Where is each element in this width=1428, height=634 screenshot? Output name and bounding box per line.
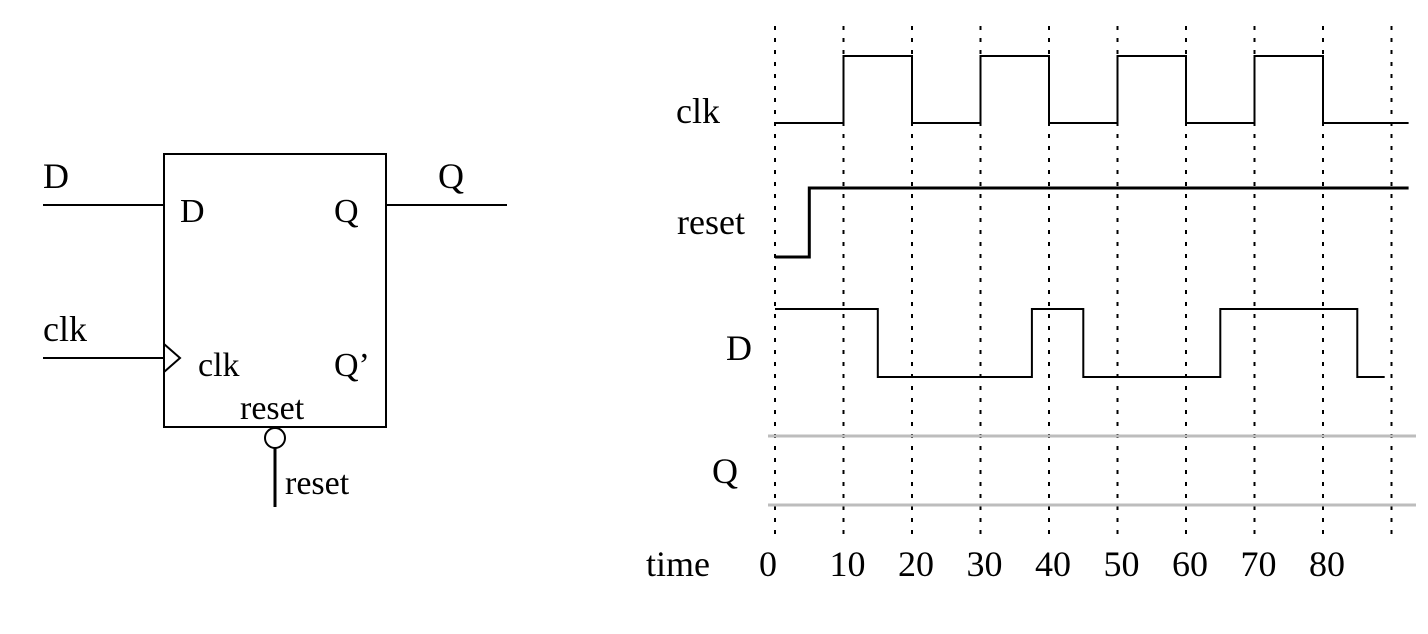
tick-label-t30: 30 [967,544,1003,584]
tick-label-t60: 60 [1172,544,1208,584]
reset-input-label: reset [285,465,350,502]
q-pin-label: Q [334,193,359,230]
timing-diagram: clk reset D Q time 0 10 20 30 40 50 60 70 80 [646,26,1416,584]
tick-label-t50: 50 [1104,544,1140,584]
tick-label-t40: 40 [1035,544,1071,584]
qbar-pin-label: Q’ [334,347,370,384]
clk-input-label: clk [43,309,87,349]
waveform-d [775,308,1385,378]
reset-inversion-bubble-icon [264,427,286,449]
clk-pin-label: clk [198,347,240,384]
q-output-label: Q [438,156,464,196]
reset-pin-label: reset [240,390,305,427]
tick-label-t80: 80 [1309,544,1345,584]
tick-label-t10: 10 [830,544,866,584]
time-axis-label: time [646,544,710,584]
tick-label-t20: 20 [898,544,934,584]
clock-edge-triangle-icon [163,343,182,373]
time-gridlines [774,26,1393,536]
waveform-reset [775,186,1409,259]
flip-flop-schematic: D clk Q reset D Q clk Q’ reset [43,153,507,507]
signal-label-clk: clk [676,91,720,131]
tick-label-t0: 0 [759,544,777,584]
signal-label-q: Q [712,451,738,491]
signal-label-reset: reset [677,202,745,242]
d-input-label: D [43,156,69,196]
waveform-clk [775,55,1409,124]
signal-label-d: D [726,328,752,368]
time-tick-labels: 0 10 20 30 40 50 60 70 80 [759,544,1345,584]
tick-label-t70: 70 [1241,544,1277,584]
d-pin-label: D [180,193,205,230]
